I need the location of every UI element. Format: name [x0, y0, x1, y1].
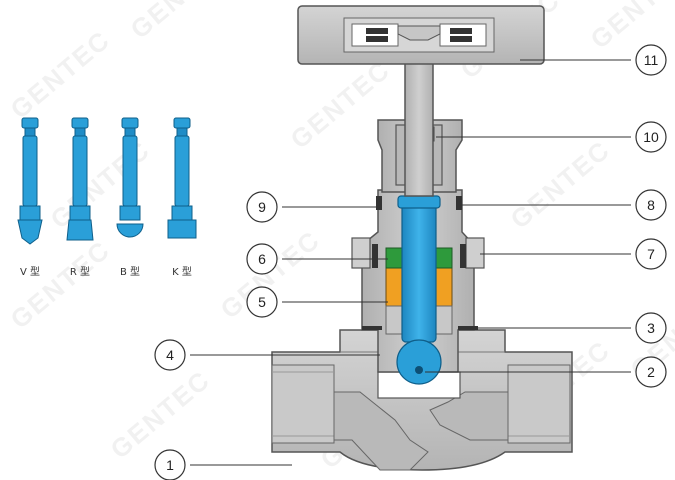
handwheel — [297, 5, 545, 65]
callout-8: 8 — [460, 189, 667, 221]
callout-number: 3 — [647, 320, 655, 336]
callout-circle — [635, 356, 667, 388]
callout-number: 10 — [643, 129, 659, 145]
callout-number: 1 — [166, 457, 174, 473]
callout-number: 11 — [644, 52, 659, 68]
callout-circle — [154, 339, 186, 371]
callout-circle — [246, 286, 278, 318]
watermark-text: GENTEC — [5, 234, 116, 334]
callout-number: 5 — [258, 294, 266, 310]
b-tip-stem — [116, 117, 144, 238]
callout-circle — [635, 44, 667, 76]
watermark-text: GENTEC — [125, 0, 236, 45]
callout-number: 8 — [647, 197, 655, 213]
callout-circle — [635, 312, 667, 344]
watermark-text: GENTEC — [505, 134, 616, 234]
callout-circle — [154, 449, 186, 480]
tip-type-label: K 型 — [172, 265, 192, 278]
callout-number: 7 — [647, 246, 655, 262]
callout-4: 4 — [154, 339, 380, 371]
tip-type-label: R 型 — [70, 265, 90, 278]
callout-number: 2 — [647, 364, 655, 380]
callout-circle — [246, 243, 278, 275]
watermark-text: GENTEC — [5, 24, 116, 124]
v-tip-stem — [17, 117, 43, 245]
callout-number: 6 — [258, 251, 266, 267]
callout-circle — [635, 238, 667, 270]
callout-circle — [246, 191, 278, 223]
tip-type-label: B 型 — [120, 265, 140, 278]
r-tip-stem — [66, 117, 94, 241]
k-tip-stem — [167, 117, 197, 239]
watermark-text: GENTEC — [585, 0, 675, 55]
callout-1: 1 — [154, 449, 292, 480]
callout-number: 4 — [166, 347, 174, 363]
valve-stem — [396, 195, 442, 385]
callout-5: 5 — [246, 286, 388, 318]
callout-circle — [635, 121, 667, 153]
watermark-text: GENTEC — [105, 364, 216, 464]
callout-2: 2 — [425, 356, 667, 388]
callout-circle — [635, 189, 667, 221]
callout-11: 11 — [520, 44, 667, 76]
callout-6: 6 — [246, 243, 388, 275]
tip-type-label: V 型 — [20, 265, 40, 278]
callout-number: 9 — [258, 199, 266, 215]
callout-10: 10 — [436, 121, 667, 153]
callout-9: 9 — [246, 191, 378, 223]
callouts: 1 2 3 4 5 6 7 8 9 10 11 — [154, 44, 667, 480]
callout-3: 3 — [470, 312, 667, 344]
callout-7: 7 — [480, 238, 667, 270]
